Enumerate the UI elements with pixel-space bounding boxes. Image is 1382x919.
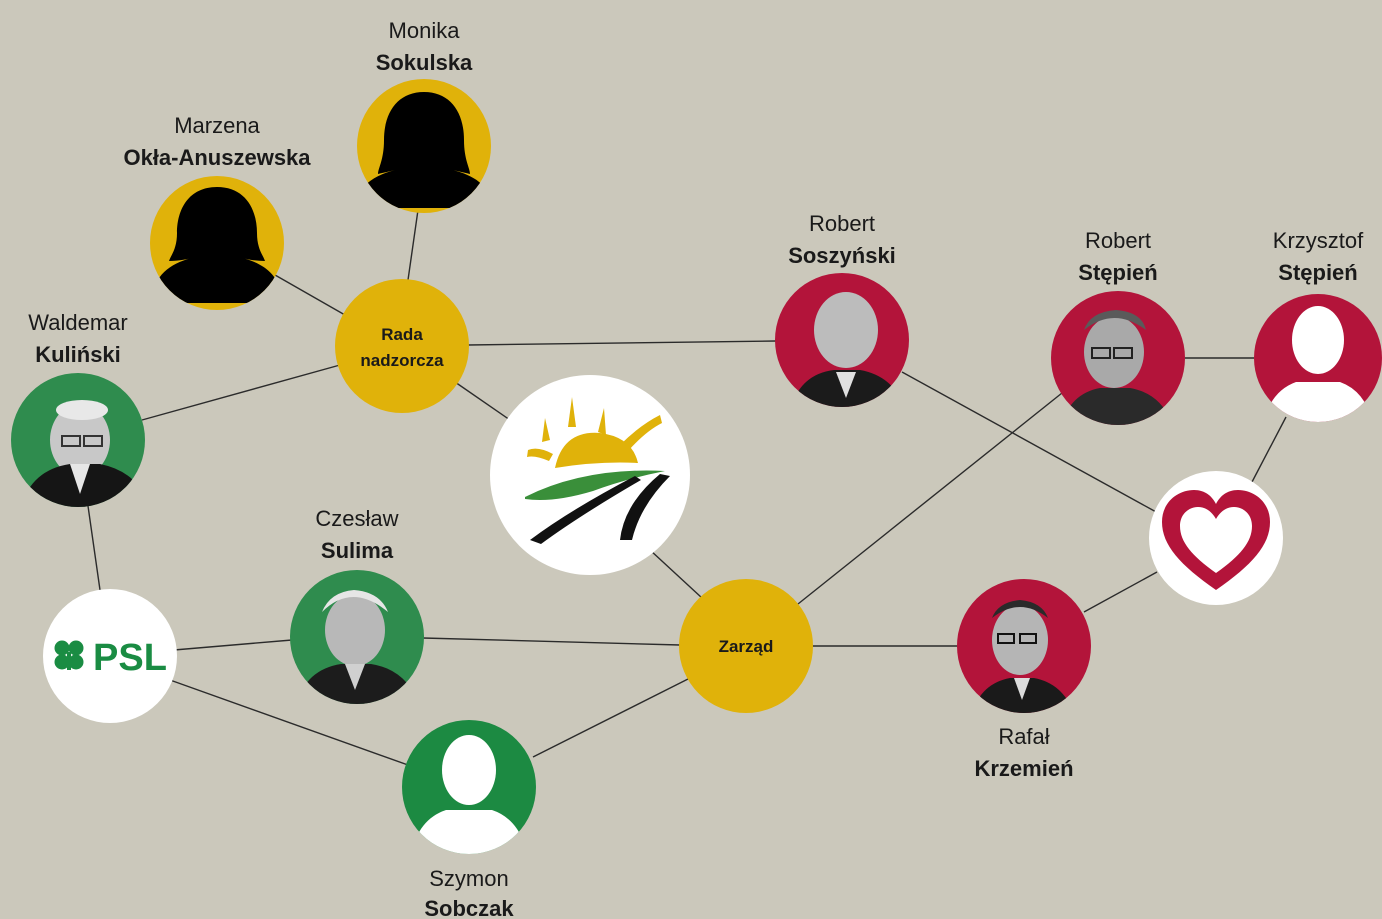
person-krzysztof-stepien: Krzysztof Stępień [1254,228,1382,422]
hub-rada-line1: Rada [381,325,423,344]
hub-zarzad-label: Zarząd [719,637,774,656]
psl-text: PSL [93,637,167,679]
person-last-name: Sokulska [376,50,473,75]
hub-rada-line2: nadzorcza [360,351,444,370]
edge-company-zarzad [649,549,703,599]
portrait-photo [790,292,906,407]
person-last-name: Okła-Anuszewska [123,145,311,170]
edge-monika-rada [407,209,419,281]
edge-czeslaw-zarzad [422,637,681,646]
heart-node [1149,471,1283,605]
female-silhouette-icon [150,187,284,303]
edge-rada-company [454,381,511,421]
person-last-name: Sulima [321,538,394,563]
person-robert-stepien: Robert Stępień [1051,228,1185,425]
person-last-name: Sobczak [424,896,514,919]
person-szymon-sobczak: Szymon Sobczak [402,720,536,919]
edge-psl-szymon [169,679,409,766]
person-last-name: Stępień [1278,260,1357,285]
person-first-name: Robert [1085,228,1151,253]
person-first-name: Waldemar [28,310,127,335]
edge-soszynski-heart [901,371,1159,514]
hub-rada-nadzorcza: Rada nadzorcza [335,279,469,413]
person-monika-sokulska: Monika Sokulska [357,18,491,213]
person-first-name: Marzena [174,113,260,138]
person-last-name: Stępień [1078,260,1157,285]
edge-waldemar-rada [141,364,341,421]
company-logo [490,375,690,575]
person-last-name: Soszyński [788,243,896,268]
person-rafal-krzemien: Rafał Krzemień [957,579,1091,781]
person-first-name: Czesław [315,506,398,531]
connection-lines [87,209,1287,766]
person-last-name: Kuliński [35,342,121,367]
person-waldemar-kulinski: Waldemar Kuliński [11,310,145,507]
edge-rada-soszynski [467,340,777,346]
clover-icon [54,640,84,670]
hub-zarzad: Zarząd [679,579,813,713]
person-marzena-okla-anuszewska: Marzena Okła-Anuszewska [123,113,311,310]
person-first-name: Krzysztof [1273,228,1364,253]
person-first-name: Szymon [429,866,508,891]
edge-waldemar-psl [87,505,101,591]
person-czeslaw-sulima: Czesław Sulima [290,506,424,704]
edge-zarzad-rstepien [797,392,1063,605]
edge-szymon-zarzad [532,677,691,758]
edge-psl-czeslaw [173,639,293,651]
sun-field-road-logo [525,397,670,544]
person-first-name: Robert [809,211,875,236]
person-first-name: Monika [389,18,461,43]
person-last-name: Krzemień [974,756,1073,781]
female-silhouette-icon [357,92,491,208]
psl-logo: PSL [43,589,177,723]
edge-marzena-rada [274,274,346,316]
edge-krzysztof-heart [1251,416,1287,483]
person-first-name: Rafał [998,724,1049,749]
person-robert-soszynski: Robert Soszyński [775,211,909,407]
edge-krzemien-heart [1083,571,1158,613]
